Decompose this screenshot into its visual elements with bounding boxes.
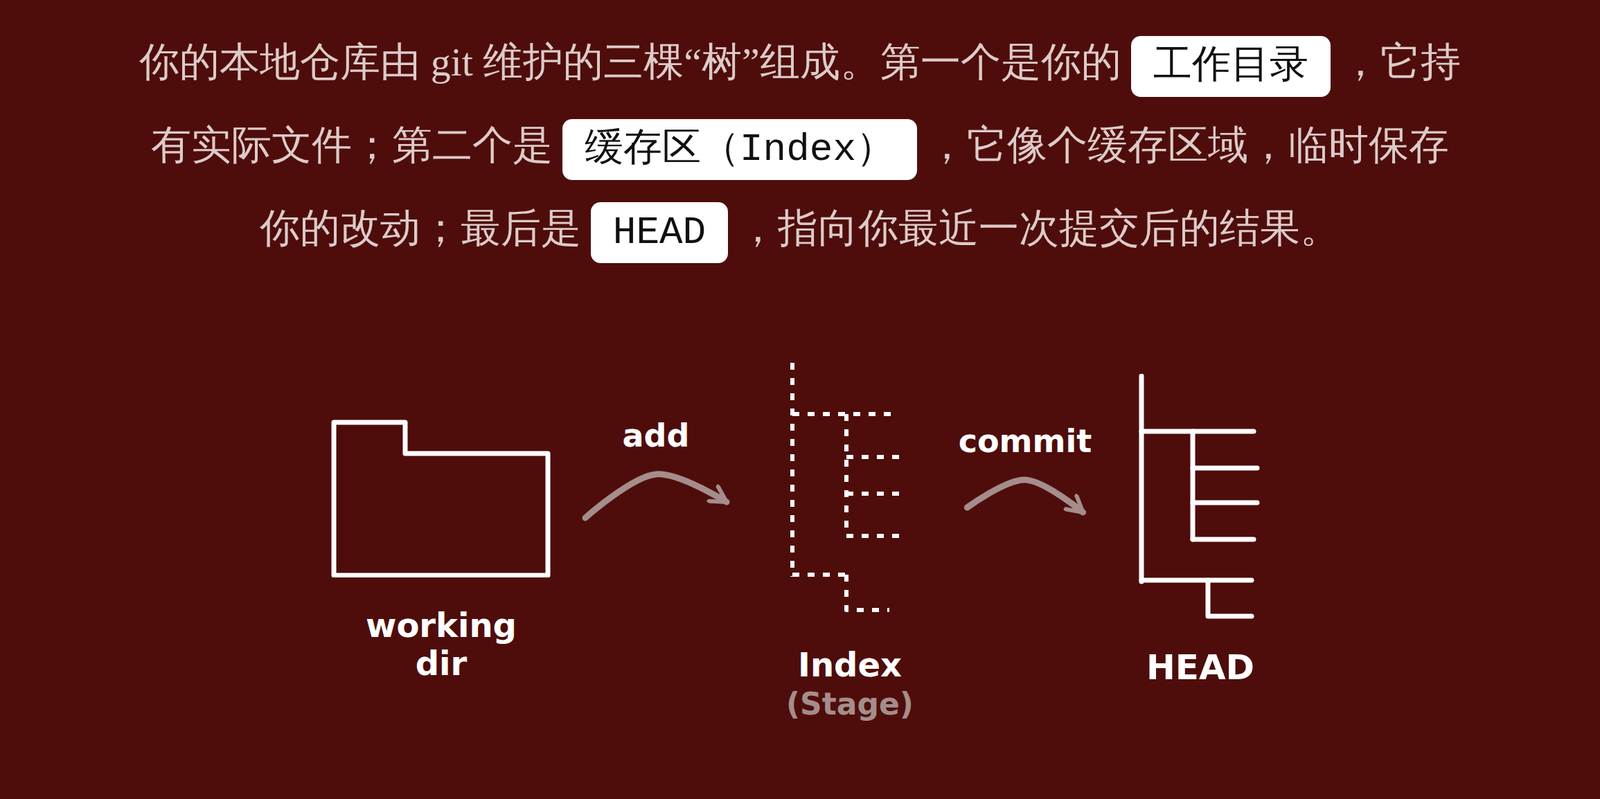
term-chip: 缓存区（Index） (562, 119, 918, 181)
figure-stroke (1139, 376, 1145, 582)
figure-stroke (1141, 578, 1252, 584)
tree-figure (1110, 374, 1291, 621)
folder-figure (330, 416, 553, 578)
figure-stroke (1141, 429, 1254, 435)
paragraph-text: ，指向你最近一次提交后的结果。 (737, 205, 1341, 251)
figure-stroke (1192, 537, 1254, 543)
figure-stroke (844, 414, 849, 537)
figure-stroke (846, 455, 906, 460)
flow-arrow (966, 480, 1083, 513)
figure-stroke (846, 574, 890, 611)
figure-stroke (792, 572, 847, 577)
figure-stroke (790, 362, 795, 577)
index-node: Index(Stage) (759, 360, 940, 723)
figure-stroke (1192, 500, 1258, 506)
head-node: HEAD (1110, 374, 1291, 689)
edge-label: commit (958, 423, 1093, 460)
intro-paragraph: 你的本地仓库由 git 维护的三棵“树”组成。第一个是你的工作目录，它持有实际文… (135, 20, 1465, 271)
node-label: Index (759, 646, 940, 685)
working-dir-node: working dir (330, 416, 553, 683)
figure-stroke (333, 422, 548, 576)
edge-label: add (622, 418, 690, 454)
figure-stroke (846, 491, 902, 496)
term-chip: HEAD (590, 202, 728, 264)
figure-stroke (1207, 580, 1252, 617)
dashed-tree-figure (759, 360, 940, 613)
figure-stroke (1190, 431, 1196, 540)
node-label: HEAD (1110, 648, 1291, 689)
node-sublabel: (Stage) (759, 687, 940, 723)
figure-stroke (846, 534, 906, 539)
term-chip: 工作目录 (1131, 36, 1331, 97)
flow-arrow (585, 474, 727, 519)
figure-stroke (1192, 466, 1258, 471)
node-label: working dir (350, 606, 532, 683)
paragraph-text: 你的本地仓库由 git 维护的三棵“树”组成。第一个是你的 (139, 39, 1122, 85)
